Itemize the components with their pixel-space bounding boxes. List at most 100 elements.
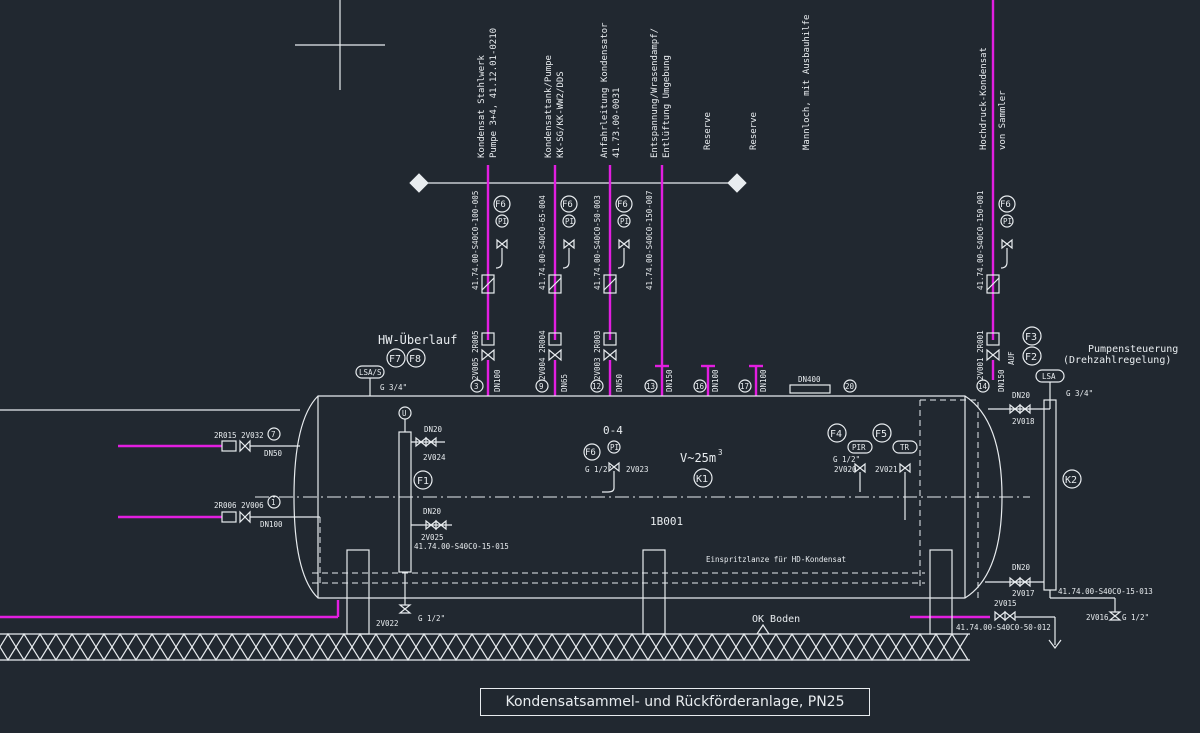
inlet-2-dn: DN100 <box>260 520 283 529</box>
f8-tag: F8 <box>409 354 421 365</box>
nozzle-13: 13 <box>646 382 655 391</box>
pir-tag: PIR <box>852 443 866 452</box>
k1-tag: K1 <box>696 474 708 485</box>
valve-2v022: 2V022 <box>376 619 399 628</box>
injection-lance-label: Einspritzlanze für HD-Kondensat <box>706 555 846 564</box>
inlet-1-dn: DN50 <box>264 449 283 458</box>
valve-2v023: 2V023 <box>626 465 649 474</box>
nozzle-dn-2: DN65 <box>560 374 569 392</box>
valve-2v021: 2V021 <box>875 465 898 474</box>
volume-unit-sup: 3 <box>718 448 723 457</box>
valve-tag-3: 2V003 2R003 <box>593 330 602 380</box>
right-top-instruments: F3 F2 Pumpensteuerung (Drehzahlregelung)… <box>988 326 1178 591</box>
inlet-1-number: 7 <box>271 430 276 439</box>
tr-tag: TR <box>900 443 910 452</box>
crosshair-cursor <box>295 0 385 90</box>
header-instruments: F6 PI F6 PI F6 PI F6 PI <box>493 195 1016 269</box>
valve-tag-1: 2V005 2R005 <box>471 330 480 380</box>
lsa-label: LSA <box>1042 372 1056 381</box>
pipe-supports <box>481 274 1000 294</box>
inlet-2-valves: 2R006 2V006 <box>214 501 264 510</box>
valve-2v024: 2V024 <box>423 453 446 462</box>
valve-2v016: 2V016 <box>1086 613 1109 622</box>
nozzle-20: 20 <box>845 382 855 391</box>
valve-2v020: 2V020 <box>834 465 857 474</box>
k2-tag: K2 <box>1065 475 1077 486</box>
lsa-s-label: LSA/S <box>359 368 382 377</box>
nozzle-dn-5: DN100 <box>711 369 720 392</box>
pi-tag-1: PI <box>498 217 507 226</box>
valve-tag-2: 2V004 2R004 <box>538 330 547 380</box>
right-bottom: DN20 2V017 41.74.00-S40C0-15-013 2V016 G… <box>956 563 1153 649</box>
header-label-7: Mannloch, mit Ausbauhilfe <box>802 15 812 150</box>
dn20-right: DN20 <box>1012 391 1031 400</box>
f6-tag-1: F6 <box>495 200 506 210</box>
pipe-code-2: 41.74.00-S40C0-65-004 <box>538 195 547 290</box>
f6-tag-2: F6 <box>562 200 573 210</box>
pressure-range: 0-4 <box>603 424 623 437</box>
valve-2v018: 2V018 <box>1012 417 1035 426</box>
pipe-code-3: 41.74.00-S40C0-50-003 <box>593 195 602 290</box>
f7-tag: F7 <box>389 354 401 365</box>
nozzle-9: 9 <box>539 382 544 391</box>
f5-tag: F5 <box>875 429 887 440</box>
header-labels: Kondensat Stahlwerk Pumpe 3+4, 41.12.01-… <box>477 15 1008 158</box>
left-internal: U 2V022 G 1/2" DN20 2V024 F1 DN20 2V025 … <box>376 406 509 628</box>
header-label-3b: 41.73.00-0031 <box>612 88 622 158</box>
pipe-code-012: 41.74.00-S40C0-50-012 <box>956 623 1051 632</box>
nozzle-dn-3: DN50 <box>615 373 624 392</box>
header-label-1a: Kondensat Stahlwerk <box>477 54 487 158</box>
nozzle-dn-4: DN150 <box>665 369 674 392</box>
pipe-code-5: 41.74.00-S40C0-150-001 <box>976 191 985 290</box>
drawing-title: Kondensatsammel- und Rückförderanlage, P… <box>480 688 870 716</box>
lsa-s-conn: G 3/4" <box>380 383 407 392</box>
header-label-5: Reserve <box>703 112 713 150</box>
inlet-2-number: 1 <box>271 498 276 507</box>
f6-tag-3: F6 <box>617 200 628 210</box>
nozzle-numbers: 3 9 12 13 16 17 20 14 DN400 <box>470 375 990 394</box>
pump-control-label: Pumpensteuerung <box>1088 344 1178 355</box>
manhole-dn: DN400 <box>798 375 821 384</box>
dn20-bottom: DN20 <box>1012 563 1031 572</box>
g12-right: G 1/2" <box>833 455 860 464</box>
vessel-tag: 1B001 <box>650 515 683 528</box>
nozzle-dn-6: DN100 <box>759 369 768 392</box>
header-label-2a: Kondensattank/Pumpe <box>544 55 554 158</box>
g12-far: G 1/2" <box>1122 613 1149 622</box>
pipe-code-1: 41.74.00-S40C0-100-005 <box>471 191 480 290</box>
hw-overflow-group: HW-Überlauf F7 F8 LSA/S G 3/4" <box>355 331 457 396</box>
nozzle-dn-1: DN100 <box>493 369 502 392</box>
header-label-6: Reserve <box>749 112 759 150</box>
nozzle-dn-8: DN150 <box>997 369 1006 392</box>
lsa-conn: G 3/4" <box>1066 389 1093 398</box>
nozzle-14: 14 <box>978 382 988 391</box>
pump-control-sub: (Drehzahlregelung) <box>1063 355 1171 366</box>
dn20-a: DN20 <box>424 425 443 434</box>
vessel-1b001: Einspritzlanze für HD-Kondensat 0-4 F6 P… <box>255 395 1030 635</box>
nozzle-16: 16 <box>695 382 705 391</box>
header-label-4b: Entlüftung Umgebung <box>662 55 672 158</box>
volume-label: V~25m <box>680 451 716 465</box>
header-line <box>409 173 747 193</box>
nozzle-3: 3 <box>474 382 479 391</box>
pipe-code-013: 41.74.00-S40C0-15-013 <box>1058 587 1153 596</box>
f1-tag: F1 <box>417 476 429 487</box>
hw-overflow-label: HW-Überlauf <box>378 331 457 347</box>
left-inlets: 2R015 2V032 7 DN50 2R006 2V006 1 DN100 <box>0 409 321 583</box>
auf-label: AUF <box>1007 351 1016 365</box>
dn20-b: DN20 <box>423 507 442 516</box>
f6-tag-mid: F6 <box>585 448 596 458</box>
pipe-code-015: 41.74.00-S40C0-15-015 <box>414 542 509 551</box>
f4-tag: F4 <box>830 429 842 440</box>
valve-2v015: 2V015 <box>994 599 1017 608</box>
ok-boden-label: OK Boden <box>752 614 800 625</box>
pi-tag-4: PI <box>1003 217 1012 226</box>
valve-2v017: 2V017 <box>1012 589 1035 598</box>
f3-tag: F3 <box>1025 332 1037 343</box>
f2-tag: F2 <box>1025 352 1037 363</box>
pi-tag-mid: PI <box>610 443 619 452</box>
u-tag: U <box>402 409 407 418</box>
nozzle-12: 12 <box>592 382 601 391</box>
header-label-1b: Pumpe 3+4, 41.12.01-0210 <box>489 28 499 158</box>
